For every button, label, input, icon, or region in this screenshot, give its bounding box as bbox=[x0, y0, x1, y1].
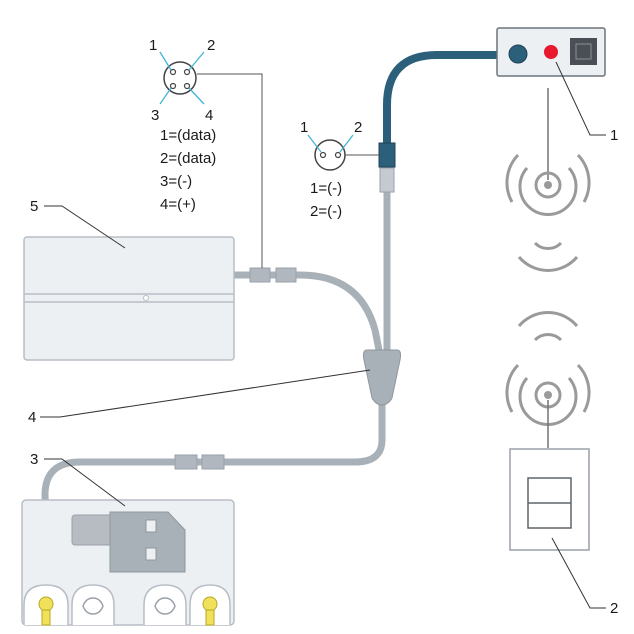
transmitter-1 bbox=[496, 27, 606, 77]
pin-legend: 1=(data) bbox=[160, 127, 216, 144]
pin-legend: 2=(-) bbox=[310, 203, 342, 220]
callout-2: 2 bbox=[610, 600, 618, 617]
inline-connector bbox=[249, 267, 271, 283]
control-unit-5 bbox=[23, 236, 235, 361]
grey-cable-plug bbox=[379, 167, 395, 193]
inline-connectors bbox=[174, 142, 396, 470]
leader-line-3 bbox=[44, 458, 126, 507]
pin-legend: 2=(data) bbox=[160, 150, 216, 167]
status-led-icon bbox=[544, 45, 558, 59]
callout-4: 4 bbox=[28, 409, 36, 426]
pin-label: 3 bbox=[151, 107, 159, 124]
pin-legend: 4=(+) bbox=[160, 196, 196, 213]
callouts bbox=[40, 61, 606, 609]
leader-line bbox=[197, 73, 263, 268]
callout-3: 3 bbox=[30, 451, 38, 468]
pin-label: 2 bbox=[354, 119, 362, 136]
inline-connector bbox=[275, 267, 297, 283]
pin-label: 2 bbox=[207, 37, 215, 54]
connector-4pin-diagram: 1 2 3 4 1=(data) 2=(data) 3=(-) 4=(+) bbox=[149, 37, 263, 268]
leader-line-4 bbox=[40, 369, 371, 418]
wall-switch-2 bbox=[509, 448, 590, 551]
battery-3 bbox=[21, 499, 235, 626]
blue-cable-plug bbox=[378, 142, 396, 168]
pin-label: 1 bbox=[149, 37, 157, 54]
cable-gland bbox=[508, 44, 528, 64]
pin-label: 4 bbox=[205, 107, 213, 124]
positive-terminal-lug bbox=[38, 596, 54, 612]
cable-from-box-5 bbox=[229, 271, 384, 359]
battery-terminals bbox=[23, 584, 231, 626]
leader-line-5 bbox=[44, 205, 126, 249]
connector-2pin-diagram: 1 2 1=(-) 2=(-) bbox=[300, 119, 379, 220]
blue-cable bbox=[383, 51, 519, 154]
pin-legend: 3=(-) bbox=[160, 173, 192, 190]
inline-connector bbox=[174, 454, 198, 470]
leader-line-2 bbox=[551, 537, 606, 609]
pin-legend: 1=(-) bbox=[310, 180, 342, 197]
y-splitter bbox=[362, 349, 402, 406]
callout-5: 5 bbox=[30, 198, 38, 215]
callout-1: 1 bbox=[610, 127, 618, 144]
wireless-signal-icon bbox=[505, 88, 591, 448]
positive-terminal-lug bbox=[202, 596, 218, 612]
inline-connector bbox=[201, 454, 225, 470]
leader-line-1 bbox=[555, 61, 606, 136]
pin-label: 1 bbox=[300, 119, 308, 136]
